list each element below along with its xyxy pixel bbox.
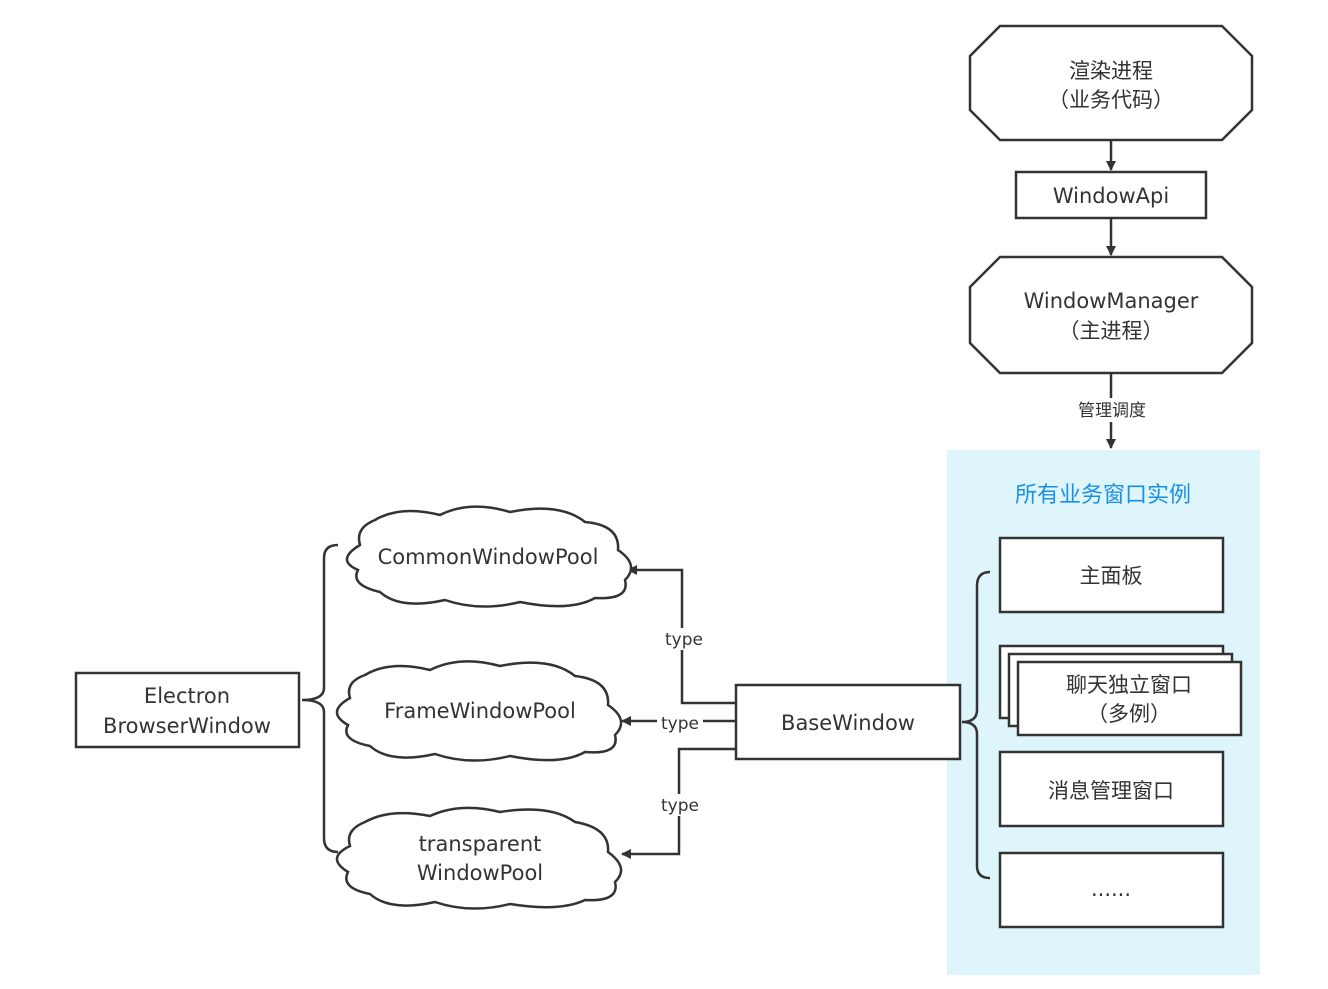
- edge-type-common-label: type: [665, 630, 703, 650]
- window-manager-line1: WindowManager: [1024, 289, 1199, 313]
- frame-pool-label: FrameWindowPool: [384, 699, 576, 723]
- frame-pool-node[interactable]: [335, 660, 623, 762]
- window-manager-node[interactable]: [968, 255, 1254, 375]
- main-panel-node[interactable]: [998, 536, 1225, 614]
- instances-brace: [961, 570, 991, 880]
- edge-type-transparent-label-bg: [657, 794, 703, 816]
- edge-manage-label: 管理调度: [1078, 401, 1146, 421]
- window-api-label: WindowApi: [1053, 184, 1169, 208]
- base-window-node[interactable]: [734, 683, 962, 761]
- common-pool-label: CommonWindowPool: [378, 545, 599, 569]
- render-process-line2: （业务代码）: [1048, 88, 1174, 112]
- transparent-pool-line1: transparent: [419, 832, 542, 856]
- chat-window-line2: （多例）: [1087, 702, 1171, 726]
- pools-brace: [301, 543, 339, 854]
- chat-window-node[interactable]: [1016, 660, 1243, 737]
- message-window-node[interactable]: [998, 750, 1225, 828]
- message-window-label: 消息管理窗口: [1048, 779, 1174, 803]
- common-pool-node[interactable]: [345, 505, 633, 608]
- electron-browser-window-line1: Electron: [144, 684, 230, 708]
- transparent-pool-line2: WindowPool: [417, 861, 543, 885]
- transparent-pool-node[interactable]: [335, 806, 623, 910]
- render-process-node[interactable]: [968, 24, 1254, 142]
- chat-window-line1: 聊天独立窗口: [1066, 673, 1192, 697]
- more-label: ......: [1091, 877, 1131, 901]
- window-manager-line2: （主进程）: [1059, 319, 1164, 343]
- main-panel-label: 主面板: [1080, 564, 1143, 588]
- edge-type-frame-label: type: [661, 714, 699, 734]
- render-process-line1: 渲染进程: [1069, 59, 1153, 83]
- instances-group-title: 所有业务窗口实例: [1015, 483, 1191, 508]
- edge-type-frame-label-bg: [657, 712, 703, 734]
- edge-type-common-label-bg: [660, 628, 706, 650]
- more-node[interactable]: [998, 851, 1225, 929]
- edge-type-transparent-label: type: [661, 796, 699, 816]
- window-api-node[interactable]: [1014, 170, 1208, 220]
- electron-browser-window-line2: BrowserWindow: [103, 714, 271, 738]
- electron-browser-window-node[interactable]: [74, 671, 301, 749]
- base-window-label: BaseWindow: [781, 711, 915, 735]
